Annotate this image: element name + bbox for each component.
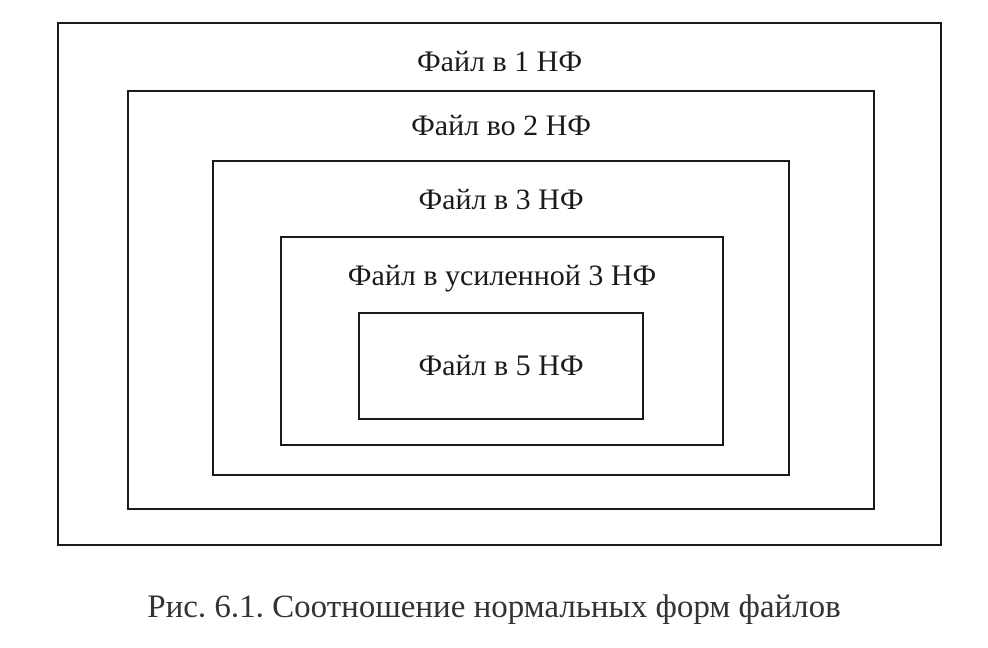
nf2-box: Файл во 2 НФ (127, 90, 875, 510)
figure-caption: Рис. 6.1. Соотношение нормальных форм фа… (147, 589, 841, 625)
nf1-box: Файл в 1 НФ (57, 22, 942, 546)
nf5-label: Файл в 5 НФ (418, 349, 584, 382)
nf2-label: Файл во 2 НФ (411, 109, 591, 142)
nf5-box: Файл в 5 НФ (358, 312, 644, 420)
nf1-label: Файл в 1 НФ (416, 45, 583, 78)
bcnf-label: Файл в усиленной 3 НФ (347, 259, 657, 292)
nf3-box: Файл в 3 НФ (212, 160, 790, 476)
nf3-label: Файл в 3 НФ (418, 183, 584, 216)
bcnf-box: Файл в усиленной 3 НФ (280, 236, 724, 446)
